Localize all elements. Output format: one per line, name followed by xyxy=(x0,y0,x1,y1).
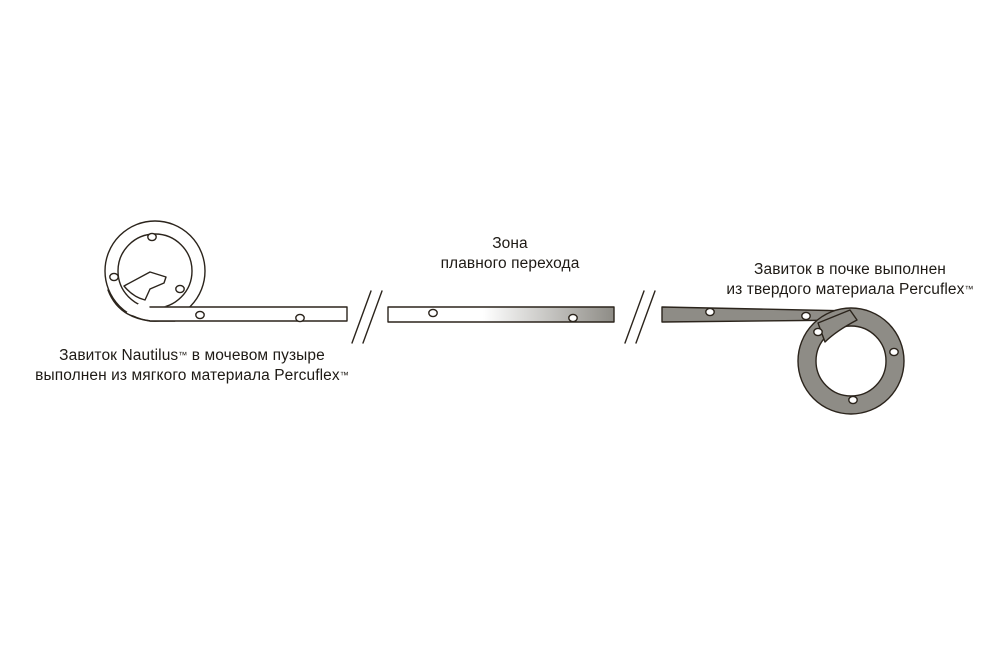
bladder-coil-inner-tail xyxy=(123,271,167,301)
kidney-coil-tip xyxy=(817,309,858,343)
shaft-hole xyxy=(568,313,578,323)
bladder-coil-caption-text: в мочевом пузыре xyxy=(187,347,325,364)
shaft-segment-soft xyxy=(149,306,348,323)
bladder-coil-hole xyxy=(147,232,157,242)
kidney-coil-caption: Завиток в почке выполнен из твердого мат… xyxy=(700,260,1000,300)
bladder-coil-hole xyxy=(109,272,119,282)
bladder-coil-caption-text: Завиток Nautilus xyxy=(59,347,179,364)
kidney-coil-caption-line1: Завиток в почке выполнен xyxy=(754,261,946,278)
trademark-mark: ™ xyxy=(964,284,974,294)
kidney-coil-caption-line2: из твердого материала Percuflex™ xyxy=(700,280,1000,300)
transition-zone-caption-line2: плавного перехода xyxy=(440,255,580,272)
transition-zone-caption: Зона плавного перехода xyxy=(420,234,600,274)
shaft-segment-transition xyxy=(387,306,615,323)
shaft-soft-body xyxy=(149,306,348,322)
trademark-mark: ™ xyxy=(339,370,349,380)
kidney-coil xyxy=(797,307,905,415)
shaft-hole xyxy=(801,311,811,321)
length-break-mark xyxy=(351,290,383,344)
bladder-coil-hole xyxy=(175,284,185,294)
bladder-coil-caption-line1: Завиток Nautilus™ в мочевом пузыре xyxy=(0,346,384,366)
kidney-coil-hole xyxy=(889,347,899,357)
bladder-coil-caption-line2: выполнен из мягкого материала Percuflex™ xyxy=(0,366,384,386)
transition-zone-caption-line1: Зона xyxy=(492,235,528,252)
shaft-hole xyxy=(295,313,305,323)
kidney-coil-caption-text: из твердого материала Percuflex xyxy=(726,281,965,298)
kidney-coil-hole xyxy=(848,395,858,405)
bladder-coil-inner-ring xyxy=(117,233,193,309)
bladder-coil-caption: Завиток Nautilus™ в мочевом пузыре выпол… xyxy=(0,346,384,386)
bladder-coil-caption-text: выполнен из мягкого материала Percuflex xyxy=(35,367,340,384)
bladder-coil xyxy=(104,220,206,322)
shaft-hole xyxy=(705,307,715,317)
shaft-hole xyxy=(195,310,205,320)
kidney-coil-hole xyxy=(813,327,823,337)
shaft-transition-body xyxy=(387,306,615,323)
length-break-mark xyxy=(624,290,656,344)
trademark-mark: ™ xyxy=(178,350,188,360)
shaft-hole xyxy=(428,308,438,318)
